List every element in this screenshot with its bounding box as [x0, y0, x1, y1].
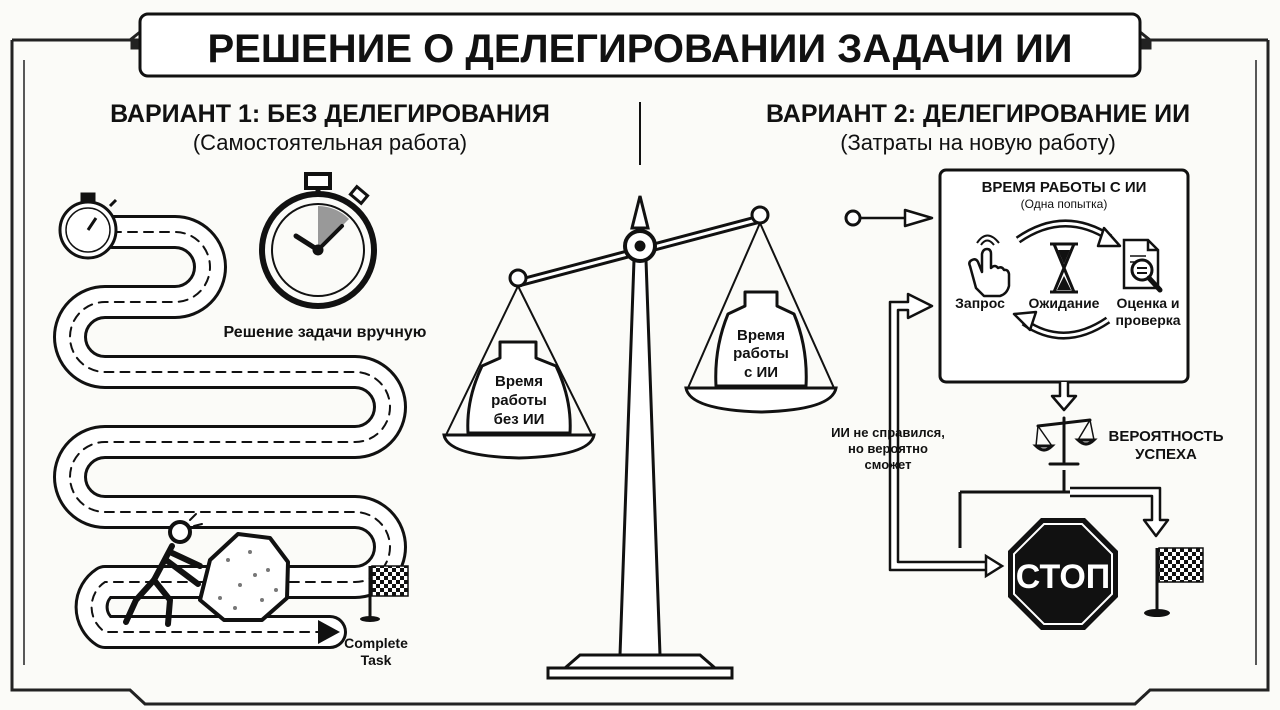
hourglass-icon: [1050, 242, 1078, 294]
step-wait-label: Ожидание: [1029, 295, 1100, 311]
finish-flag-2-icon: [1144, 547, 1204, 617]
finish-label-line1: Complete: [344, 635, 408, 651]
start-arrow: [860, 208, 934, 228]
document-review-icon: [1122, 238, 1163, 293]
pointer-hand-icon: [968, 234, 1011, 298]
balance-scale: [442, 195, 838, 680]
start-node-icon: [844, 209, 862, 227]
finish-label-line2: Task: [361, 652, 392, 668]
big-stopwatch-icon: [259, 172, 377, 309]
small-stopwatch-icon: [58, 192, 118, 260]
step-request-label: Запрос: [955, 295, 1005, 311]
box-to-probability-arrow: [1050, 382, 1078, 412]
right-weight: [714, 290, 808, 388]
cycle-arrowhead-top-icon: [1096, 226, 1122, 248]
outer-frame: [10, 26, 1270, 706]
probability-label-line1: ВЕРОЯТНОСТЬ: [1109, 428, 1224, 445]
stop-sign-label: СТОП: [1016, 558, 1111, 596]
cycle-arrow-top-inner: [1017, 222, 1111, 242]
option1-subheading: (Самостоятельная работа): [193, 130, 467, 155]
step-review-label-line2: проверка: [1115, 312, 1180, 328]
finish-flag-icon: [360, 565, 409, 622]
road-end-arrow-icon: [318, 620, 340, 644]
left-weight-line3: без ИИ: [494, 411, 545, 428]
title-box: [138, 12, 1142, 78]
option1-heading: ВАРИАНТ 1: БЕЗ ДЕЛЕГИРОВАНИЯ: [110, 100, 550, 128]
step-review-label-line1: Оценка и: [1116, 295, 1179, 311]
probability-label-line2: УСПЕХА: [1135, 446, 1197, 463]
left-weight-line2: работы: [491, 392, 547, 409]
fail-label-line3: сможет: [865, 457, 912, 472]
fail-label-line1: ИИ не справился,: [831, 425, 945, 440]
left-weight: [466, 340, 572, 435]
path-to-finish: [1070, 486, 1170, 538]
pushing-person-icon: [123, 513, 203, 627]
right-weight-line2: работы: [733, 345, 789, 362]
right-weight-line1: Время: [737, 327, 785, 344]
stop-sign-icon: [1008, 518, 1118, 630]
option2-subheading: (Затраты на новую работу): [840, 130, 1116, 155]
fail-label-line2: но вероятно: [848, 441, 928, 456]
left-weight-line1: Время: [495, 373, 543, 390]
right-weight-line3: с ИИ: [744, 364, 778, 381]
ai-box-subtitle: (Одна попытка): [1021, 197, 1108, 211]
boulder-icon: [198, 532, 290, 622]
small-scale-icon: [1032, 416, 1098, 466]
manual-work-label: Решение задачи вручную: [224, 324, 427, 341]
retry-to-stop-arrowhead-icon: [984, 553, 1005, 579]
retry-loop-path: [888, 292, 990, 572]
cycle-arrowhead-bottom-icon: [1012, 310, 1038, 332]
option2-heading: ВАРИАНТ 2: ДЕЛЕГИРОВАНИЕ ИИ: [766, 100, 1190, 128]
ai-box-title: ВРЕМЯ РАБОТЫ С ИИ: [982, 179, 1147, 196]
page-title: РЕШЕНИЕ О ДЕЛЕГИРОВАНИИ ЗАДАЧИ ИИ: [207, 27, 1072, 71]
